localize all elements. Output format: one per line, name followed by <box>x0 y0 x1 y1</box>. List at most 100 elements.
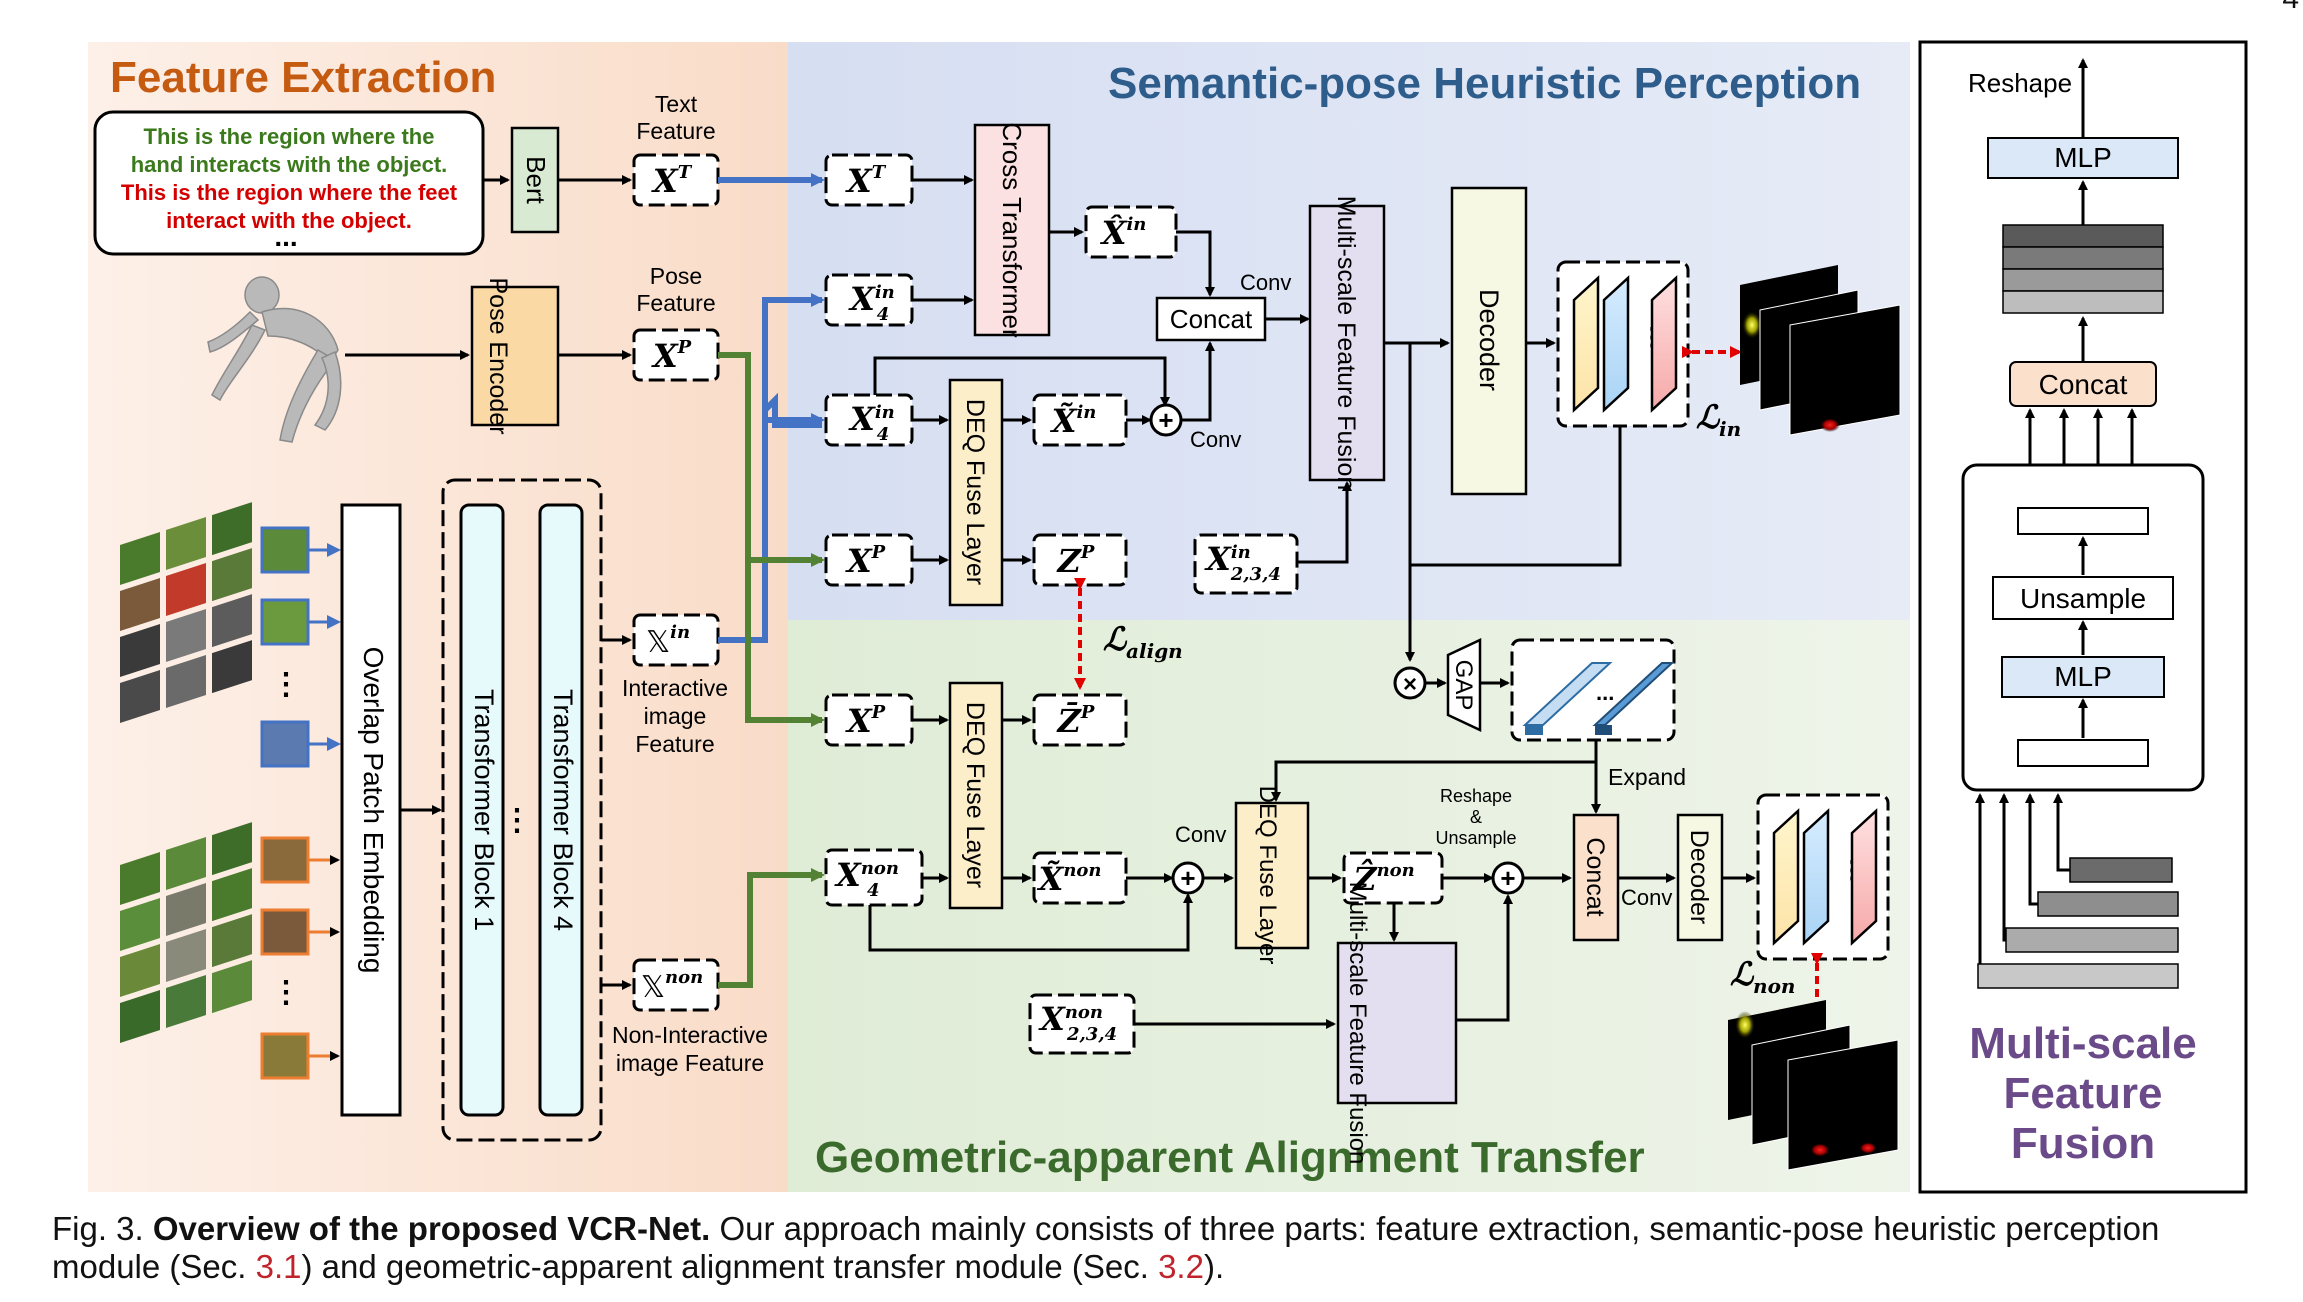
loss-align-sub: align <box>1126 639 1183 663</box>
svg-text:ℒalign: ℒalign <box>1103 620 1183 663</box>
feature-extraction-title: Feature Extraction <box>110 53 496 102</box>
svg-text:ℒin: ℒin <box>1696 398 1741 441</box>
geometric-alignment-title: Geometric-apparent Alignment Transfer <box>815 1133 1645 1182</box>
loss-non-symbol: ℒ <box>1730 955 1755 993</box>
ga-xp-node: XP <box>824 693 914 747</box>
interactive-image-patches <box>120 502 252 723</box>
svg-text:+: + <box>1180 863 1195 893</box>
caption-prefix: Fig. 3. <box>52 1210 153 1247</box>
svg-text:+: + <box>1158 405 1173 435</box>
feature-maps-bottom: ⋮ <box>1756 793 1890 961</box>
sp-xt-node: XT <box>824 153 914 207</box>
conv-label-2: Conv <box>1190 427 1241 452</box>
conv-label-3: Conv <box>1175 822 1226 847</box>
caption-ref-2: 3.2 <box>1158 1248 1204 1285</box>
deq-fuse-layer-top: DEQ Fuse Layer <box>948 378 1004 607</box>
xtilde-non-node: X̃non <box>1032 851 1128 905</box>
pose-feature-label-2: Feature <box>636 290 715 316</box>
decoder-top-label: Decoder <box>1474 289 1504 391</box>
msff-mlp-mid <box>2001 656 2165 698</box>
architecture-diagram: Feature Extraction Semantic-pose Heurist… <box>88 40 2248 1194</box>
human-pose-figure <box>207 276 342 443</box>
svg-text:XP: XP <box>845 702 886 740</box>
page-number: 4 <box>2282 0 2299 16</box>
svg-text:XP: XP <box>651 337 692 375</box>
msff-unsample <box>1992 576 2174 620</box>
overlap-patch-embedding-block: Overlap Patch Embedding <box>340 503 402 1117</box>
blue-connections <box>718 173 825 643</box>
svg-text:Ẑnon: Ẑnon <box>1351 858 1415 898</box>
plus-node-bottom-1: + <box>1171 861 1205 895</box>
non-interactive-label-1: Non-Interactive <box>612 1022 768 1048</box>
decoder-top: Decoder <box>1450 186 1528 496</box>
deq-fuse-layer-bottom: DEQ Fuse Layer <box>948 681 1004 910</box>
feature-maps-top: ⋮ <box>1556 260 1690 428</box>
deq-fuse-layer-small: DEQ Fuse Layer <box>1234 786 1310 964</box>
concat-block: Concat <box>1155 296 1267 342</box>
x234-in-sub: 2,3,4 <box>1230 564 1281 585</box>
svg-text:𝕏non: 𝕏non <box>641 967 703 1004</box>
zhat-non-node: Ẑnon <box>1342 851 1444 905</box>
x-in-interactive-node: 𝕏in <box>632 613 720 667</box>
caption-text-4: ). <box>1203 1248 1225 1285</box>
xtilde-non-symbol: X̃ <box>1036 860 1064 898</box>
sp-xp-node: XP <box>824 533 914 587</box>
reshape-label: Reshape <box>1440 786 1512 806</box>
cross-transformer-label: Cross Transformer <box>997 122 1027 338</box>
loss-in-symbol: ℒ <box>1696 398 1721 436</box>
plus-node-top: + <box>1149 403 1183 437</box>
text-feature-label-2: Feature <box>636 118 715 144</box>
xt-sup: T <box>678 162 693 183</box>
figure-caption: Fig. 3. Overview of the proposed VCR-Net… <box>52 1210 2292 1286</box>
caption-bold: Overview of the proposed VCR-Net. <box>152 1210 711 1247</box>
svg-text:ZP: ZP <box>1056 542 1095 580</box>
gap-label: GAP <box>1450 660 1477 711</box>
pose-feature-label-1: Pose <box>650 263 702 289</box>
msff-title-2: Feature <box>2004 1069 2163 1118</box>
caption-ref-1: 3.1 <box>255 1248 302 1285</box>
x4non-sup: non <box>861 858 899 879</box>
multiscale-fusion-bottom: Multi-scale Feature Fusion <box>1336 882 1458 1165</box>
caption-text-1: Our approach mainly consists of three pa… <box>710 1210 2160 1247</box>
x4in-sub: 4 <box>877 304 890 325</box>
deq-fuse-layer-top-label: DEQ Fuse Layer <box>961 399 989 585</box>
transformer-block-1-label: Transformer Block 1 <box>469 689 499 931</box>
green-connections <box>718 352 825 988</box>
msff-concat-label: Concat <box>2039 369 2128 400</box>
x-non-bb: 𝕏 <box>641 971 665 1004</box>
transformer-block-4-label: Transformer Block 4 <box>548 689 578 931</box>
x4in-sup: in <box>875 282 895 303</box>
caption-text-2: module (Sec. <box>52 1248 256 1285</box>
unsample-label: Unsample <box>1435 828 1516 848</box>
pose-encoder-block: Pose Encoder <box>470 277 560 435</box>
gap-feature-box: ... <box>1510 638 1676 742</box>
xtilde-in-node: X̃in <box>1032 393 1128 447</box>
multiply-node: × <box>1393 666 1427 700</box>
pose-encoder-label: Pose Encoder <box>484 277 512 434</box>
expand-label: Expand <box>1608 764 1686 790</box>
xhat-in-symbol: X̂ <box>1100 214 1128 252</box>
text-prompt-box: This is the region where the hand intera… <box>93 110 485 256</box>
svg-text:+: + <box>1500 863 1515 893</box>
msff-mlp-mid-label: MLP <box>2054 661 2112 692</box>
multiscale-fusion-bottom-label: Multi-scale Feature Fusion <box>1344 882 1371 1165</box>
transformer-stack: Transformer Block 1 ⋮ Transformer Block … <box>441 478 603 1142</box>
msff-mlp-top-label: MLP <box>2054 142 2112 173</box>
overlap-patch-embedding-label: Overlap Patch Embedding <box>358 647 389 974</box>
svg-text:X̂in: X̂in <box>1100 214 1147 252</box>
xtilde-in-symbol: X̃ <box>1050 402 1078 440</box>
multiscale-fusion-top-label: Multi-scale Feature Fusion <box>1332 196 1360 491</box>
bert-block: Bert <box>510 126 560 234</box>
xt-symbol: X <box>651 162 679 200</box>
prompt-line-3: This is the region where the feet <box>121 180 458 205</box>
msff-stack <box>2002 224 2164 314</box>
x4non-symbol: X <box>834 856 862 894</box>
